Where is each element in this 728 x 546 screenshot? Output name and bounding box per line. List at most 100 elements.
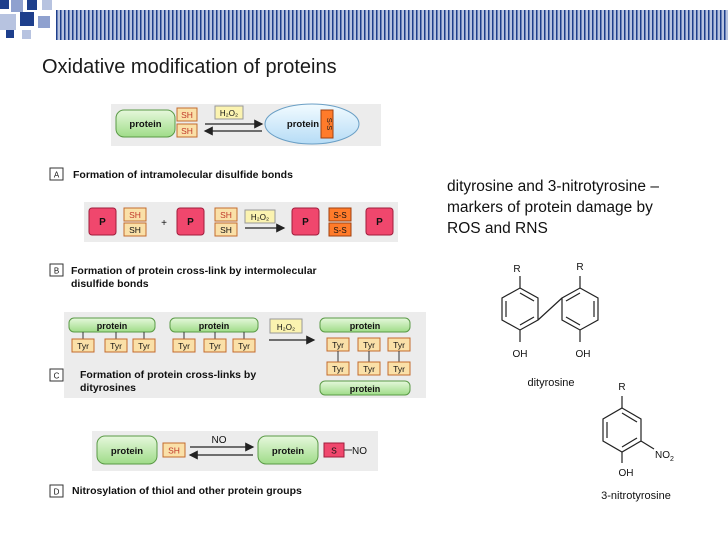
section-caption: Formation of protein cross-link by inter… [71,265,317,277]
benzene-ring [561,287,599,331]
double-bond [519,316,535,326]
benzene-ring [501,287,539,331]
note-line: dityrosine and 3-nitrotyrosine – [447,178,659,195]
tyr-label: Tyr [393,364,405,374]
tyr-label: Tyr [238,341,250,351]
plus-sign: + [161,218,167,229]
protein-label: protein [111,446,143,457]
protein-box [96,435,158,465]
top-reaction: protein SH SH H₂O₂ protein S-S [111,103,381,146]
sh-box [162,442,186,458]
disulfide-label: S-S [333,226,346,235]
section-caption: Formation of intramolecular disulfide bo… [73,169,293,181]
deco-square [0,0,9,9]
tyr-box [357,361,381,376]
protein-box [88,207,117,236]
protein-label: protein [287,119,319,130]
tyr-label: Tyr [332,364,344,374]
markers-note: dityrosine and 3-nitrotyrosine – markers… [447,176,717,239]
sh-box [176,107,198,122]
r-label: R [513,264,520,275]
biaryl-bond [537,297,563,321]
section-d: protein SH NO protein S NO D Nitrosylati… [49,431,378,498]
disulfide-box [320,109,334,139]
tyr-label: Tyr [393,340,405,350]
r-label: R [576,262,583,273]
section-caption: disulfide bonds [71,278,149,290]
sh-label: SH [220,210,232,220]
section-caption: Formation of protein cross-links by [80,369,256,381]
tyr-box [104,338,128,353]
section-caption: dityrosines [80,382,136,394]
title-bar-decoration [0,0,728,40]
r-label: R [618,382,625,393]
protein-box [257,435,319,465]
section-letter: B [54,267,59,276]
deco-square [42,0,52,10]
protein-blob [264,103,360,145]
sh-box [214,222,238,237]
nitrotyrosine-label: 3-nitrotyrosine [601,490,671,502]
protein-label: protein [350,321,381,331]
sh-box [176,123,198,138]
no2-text: NO [655,450,670,461]
deco-square [20,12,34,26]
tyr-box [71,338,95,353]
reagent-label: H₂O₂ [251,213,269,222]
tyr-box [172,338,196,353]
protein-box [291,207,320,236]
protein-label: protein [97,321,128,331]
tyr-box [232,338,256,353]
deco-square [22,30,31,39]
no2-label: NO2 [655,450,674,463]
section-letter-box [49,167,64,181]
disulfide-box [328,222,352,237]
tyr-box [387,361,411,376]
tyr-label: Tyr [209,341,221,351]
reagent-label: H₂O₂ [220,109,238,118]
tyr-label: Tyr [363,364,375,374]
no2-bond [640,440,655,450]
deco-square [38,16,50,28]
tyr-box [132,338,156,353]
double-bond [621,437,638,448]
sh-box [123,222,147,237]
protein-box [176,207,205,236]
section-a: A Formation of intramolecular disulfide … [49,167,398,242]
protein-bar [68,317,156,333]
reagent-box [244,209,276,224]
protein-label: protein [272,446,304,457]
protein-label: protein [129,119,161,130]
section-letter-box [49,263,64,277]
double-bond [565,292,581,302]
section-caption: Nitrosylation of thiol and other protein… [72,485,302,497]
reagent-box [214,105,244,120]
striped-band [56,10,728,40]
deco-square [27,0,37,10]
no-label: NO [352,446,367,457]
deco-square [0,14,16,30]
section-letter: D [54,488,60,497]
tyr-box [326,361,350,376]
section-letter-box [49,484,64,498]
sh-box [123,207,147,222]
reagent-label: NO [212,435,227,446]
protein-bar [169,317,259,333]
sh-label: SH [168,446,180,456]
protein-label: protein [350,384,381,394]
no2-subscript: 2 [670,456,674,463]
protein-label: P [302,217,309,228]
oh-label: OH [619,468,634,479]
note-line: ROS and RNS [447,220,548,237]
dityrosine-label: dityrosine [527,377,574,389]
sh-label: SH [129,225,141,235]
oh-label: OH [576,349,591,360]
protein-bar [319,380,411,396]
deco-square [6,30,14,38]
protein-box [365,207,394,236]
tyr-box [203,338,227,353]
section-letter: C [54,372,60,381]
double-bond [565,316,581,326]
protein-label: P [187,217,194,228]
